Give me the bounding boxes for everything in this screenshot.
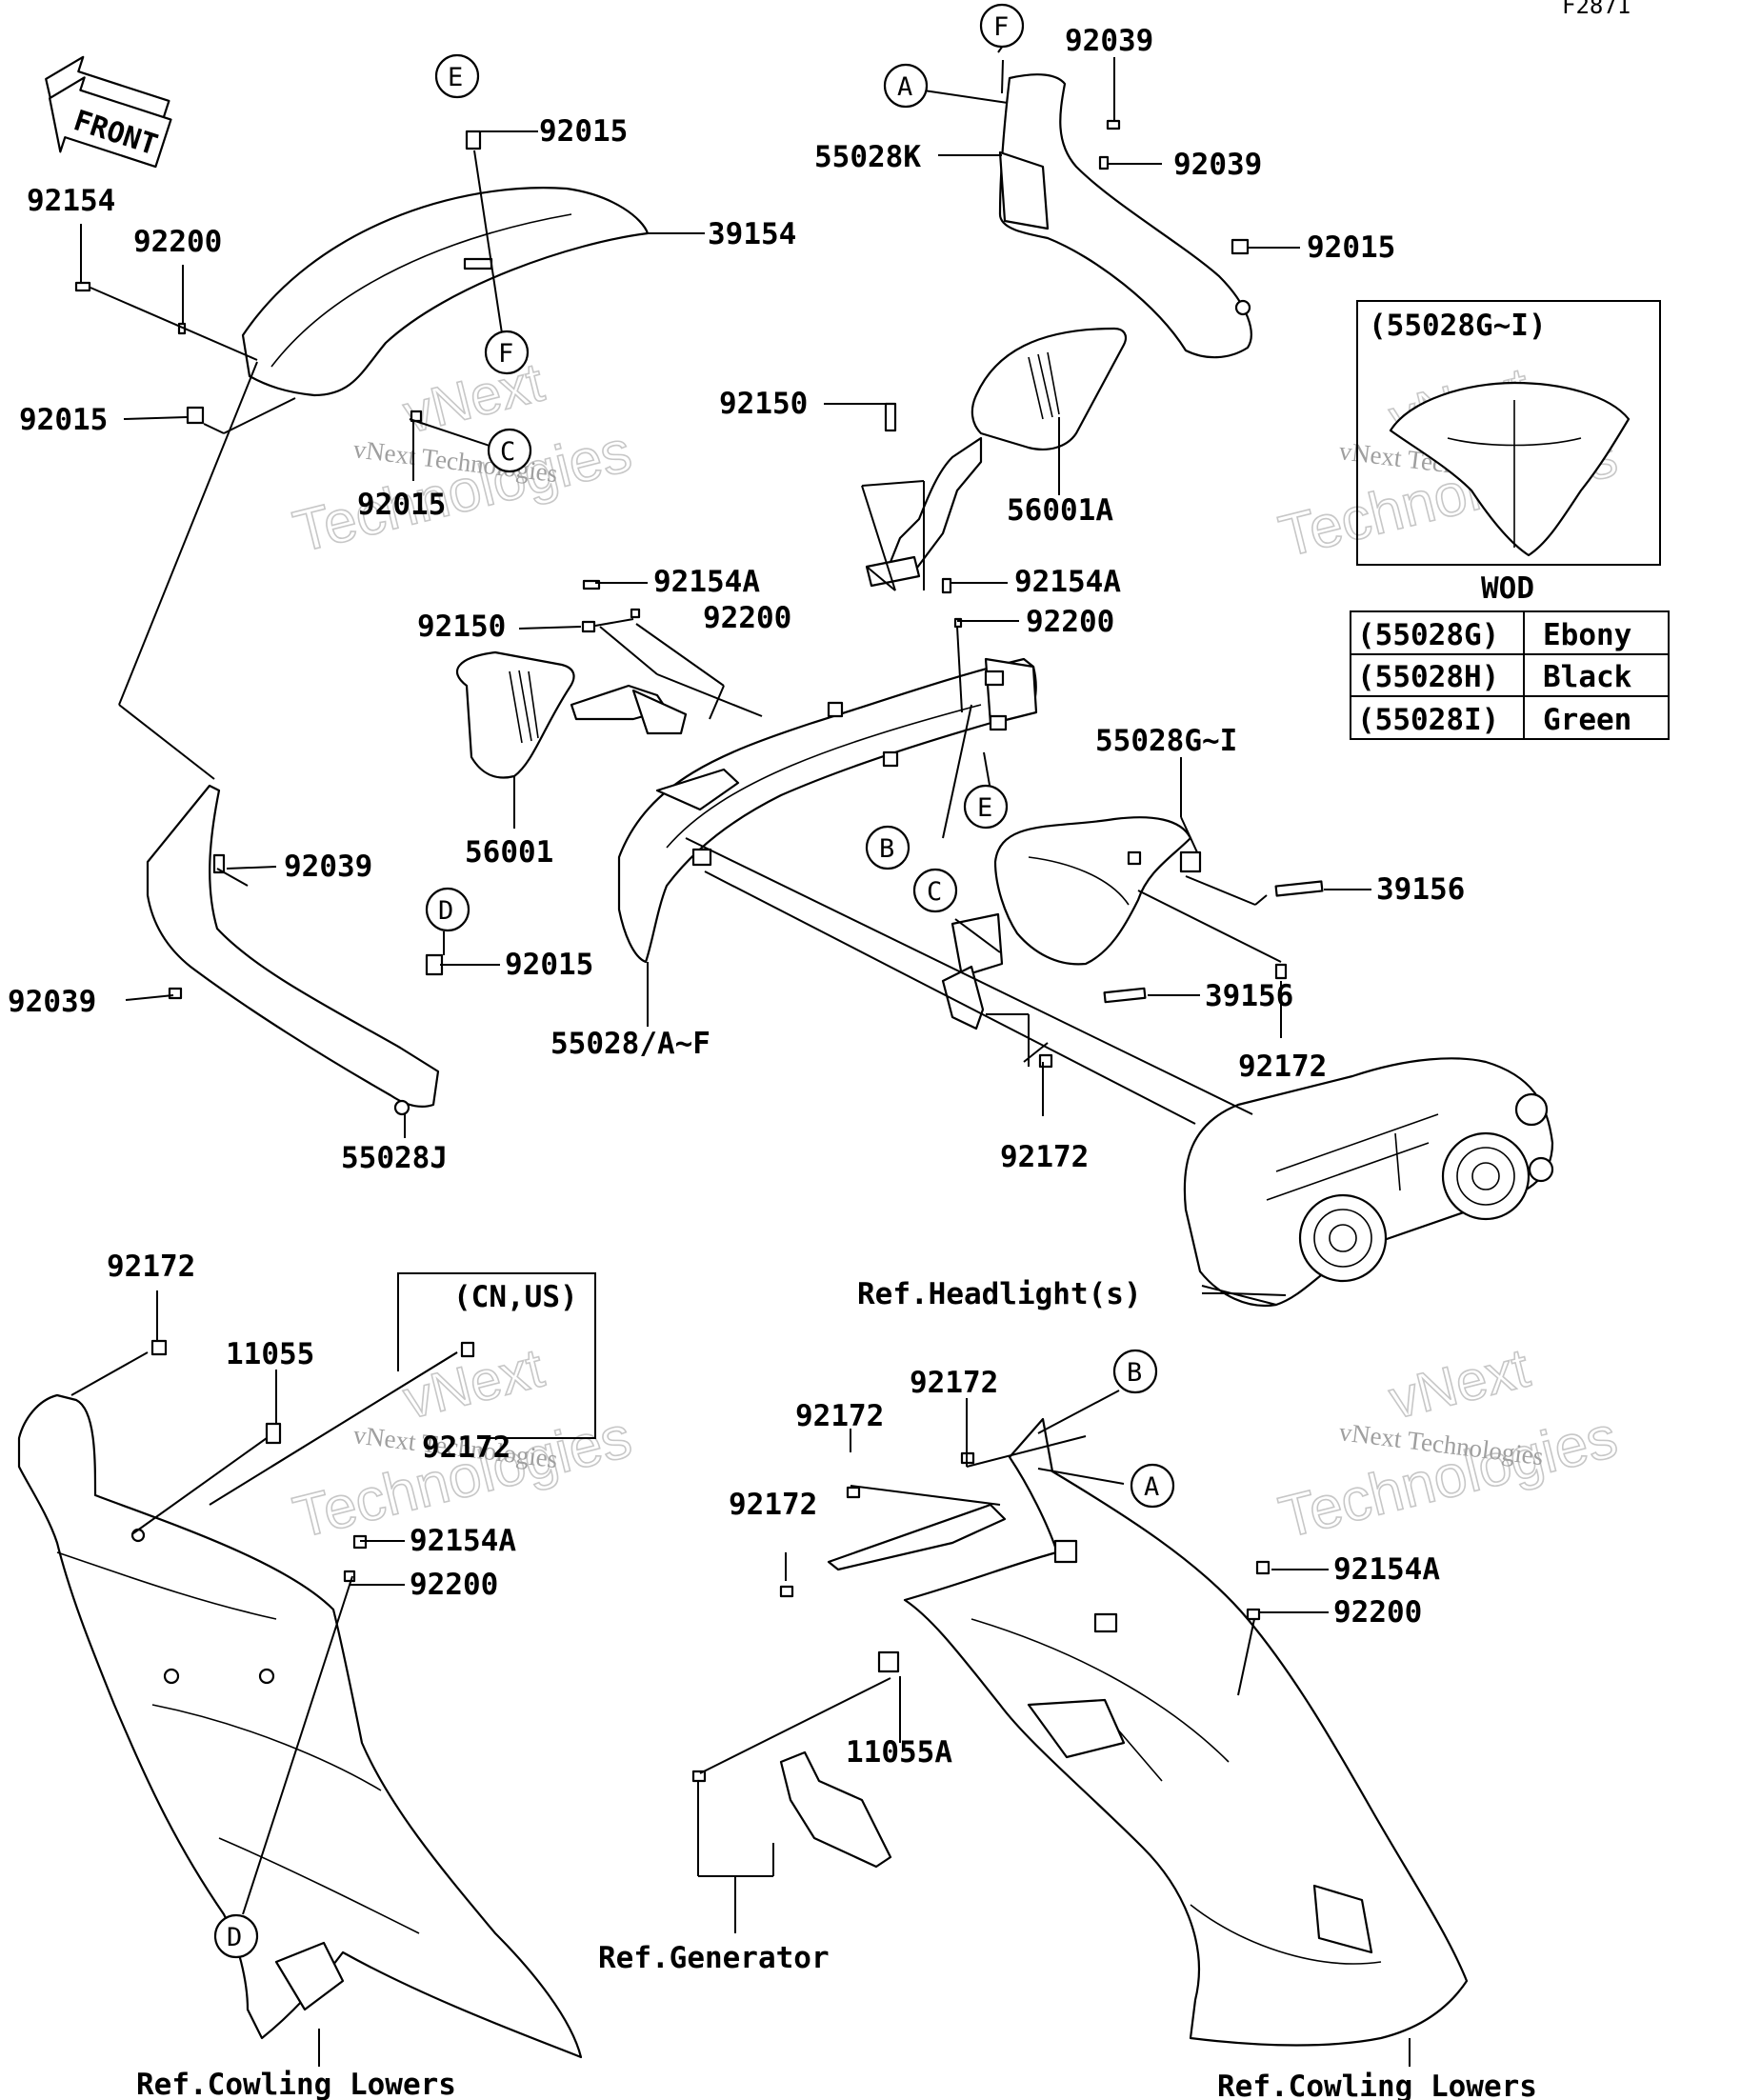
part-label: 55028J xyxy=(341,1141,448,1175)
table-row-part: (55028H) xyxy=(1357,660,1499,694)
callout-letter: A xyxy=(1144,1472,1159,1502)
left-fairing xyxy=(17,1393,583,2059)
mirror-left xyxy=(456,650,688,779)
part-label: 92200 xyxy=(133,225,222,259)
color-table: (55028G) Ebony (55028H) Black (55028I) G… xyxy=(1350,610,1670,740)
part-label: 39154 xyxy=(708,217,796,251)
part-label: 92015 xyxy=(505,948,593,982)
part-label: 92154A xyxy=(653,565,760,599)
part-label: 55028G~I xyxy=(1095,724,1237,758)
svg-text:Technologies: Technologies xyxy=(288,418,638,566)
part-labels: 92015 39154 92154 92200 92015 92015 9203… xyxy=(8,24,1465,1770)
callout-letter: F xyxy=(993,12,1009,42)
table-row-color: Black xyxy=(1543,660,1632,694)
callout-letter: D xyxy=(438,896,453,926)
variant-box-title: (55028G~I) xyxy=(1369,309,1547,343)
part-label: 39156 xyxy=(1205,979,1293,1013)
part-label: 92172 xyxy=(910,1366,998,1400)
part-label: 92039 xyxy=(1065,24,1153,58)
side-bracket-lower xyxy=(146,784,440,1116)
variant-box-caption: WOD xyxy=(1481,571,1534,606)
callout-letter: D xyxy=(227,1923,242,1952)
table-row-part: (55028G) xyxy=(1357,618,1499,652)
right-fairing xyxy=(827,1417,1469,2047)
table-row-part: (55028I) xyxy=(1357,703,1499,737)
pad-39156-bot xyxy=(1103,987,1147,1004)
part-label: 56001A xyxy=(1007,493,1113,528)
mirror-right xyxy=(865,327,1128,588)
callout-letter: E xyxy=(977,793,992,823)
part-label: 92015 xyxy=(19,403,108,437)
part-label: 92200 xyxy=(1333,1595,1422,1630)
side-cover-upper xyxy=(998,73,1252,359)
region-label: (CN,US) xyxy=(453,1280,578,1314)
part-label: 92172 xyxy=(1000,1140,1089,1174)
ref-generator: Ref.Generator xyxy=(598,1941,830,1975)
part-label: 11055 xyxy=(226,1337,314,1371)
front-arrow-icon: FRONT xyxy=(45,55,172,169)
leader-lines xyxy=(70,35,1411,2067)
callout-letter: C xyxy=(500,437,515,467)
svg-text:vNext: vNext xyxy=(1383,1337,1535,1431)
part-label: 92200 xyxy=(410,1568,498,1602)
part-label: 92172 xyxy=(1238,1050,1327,1084)
part-label: 92039 xyxy=(8,985,96,1019)
part-label: 92015 xyxy=(357,488,446,522)
part-label: 92039 xyxy=(1173,148,1262,182)
svg-text:vNext: vNext xyxy=(397,351,550,446)
part-label: 92154A xyxy=(1014,565,1121,599)
part-label: 92015 xyxy=(539,114,628,149)
part-label: 92154A xyxy=(410,1524,516,1558)
part-label: 92150 xyxy=(417,610,506,644)
reference-labels: Ref.Headlight(s) Ref.Generator Ref.Cowli… xyxy=(136,1277,1537,2100)
table-row-color: Green xyxy=(1543,703,1631,737)
callout-circles: E F C F A E B C D B A D xyxy=(213,3,1175,1959)
ref-cowling-lowers-left: Ref.Cowling Lowers xyxy=(136,2068,456,2100)
pad-39156-top xyxy=(1274,880,1324,897)
callout-letter: C xyxy=(927,877,942,907)
svg-text:Technologies: Technologies xyxy=(1273,1404,1624,1551)
part-label: 92172 xyxy=(422,1430,510,1465)
callout-letter: B xyxy=(1127,1358,1142,1388)
callout-letter: B xyxy=(879,834,894,864)
part-label: 92154 xyxy=(27,184,115,218)
part-label: 92200 xyxy=(703,601,791,635)
part-label: 92172 xyxy=(729,1488,817,1522)
part-label: 55028/A~F xyxy=(550,1027,710,1061)
part-label: 92172 xyxy=(107,1250,195,1284)
part-label: 11055A xyxy=(846,1735,952,1770)
callout-letter: E xyxy=(448,63,463,92)
ref-cowling-lowers-right: Ref.Cowling Lowers xyxy=(1217,2070,1537,2100)
part-label: 56001 xyxy=(465,835,553,870)
region-box: (CN,US) xyxy=(397,1272,596,1439)
figure-code: F2871 xyxy=(1562,0,1631,19)
part-label: 92150 xyxy=(719,387,808,421)
variant-box: (55028G~I) WOD xyxy=(1356,300,1661,606)
callout-letter: A xyxy=(897,72,912,102)
windshield xyxy=(241,187,650,397)
part-label: 92039 xyxy=(284,850,372,884)
upper-cowl xyxy=(617,657,1038,964)
part-label: 92015 xyxy=(1307,230,1395,265)
part-label: 92172 xyxy=(795,1399,884,1433)
generator-bracket xyxy=(779,1650,900,1869)
headlight xyxy=(1183,1057,1554,1308)
ref-headlight: Ref.Headlight(s) xyxy=(857,1277,1142,1311)
table-row-color: Ebony xyxy=(1543,618,1631,652)
callout-letter: F xyxy=(498,339,513,369)
part-label: 55028K xyxy=(814,140,921,174)
inner-cover xyxy=(941,816,1202,1030)
part-label: 92200 xyxy=(1026,605,1114,639)
part-label: 92154A xyxy=(1333,1552,1440,1587)
part-label: 39156 xyxy=(1376,872,1465,907)
